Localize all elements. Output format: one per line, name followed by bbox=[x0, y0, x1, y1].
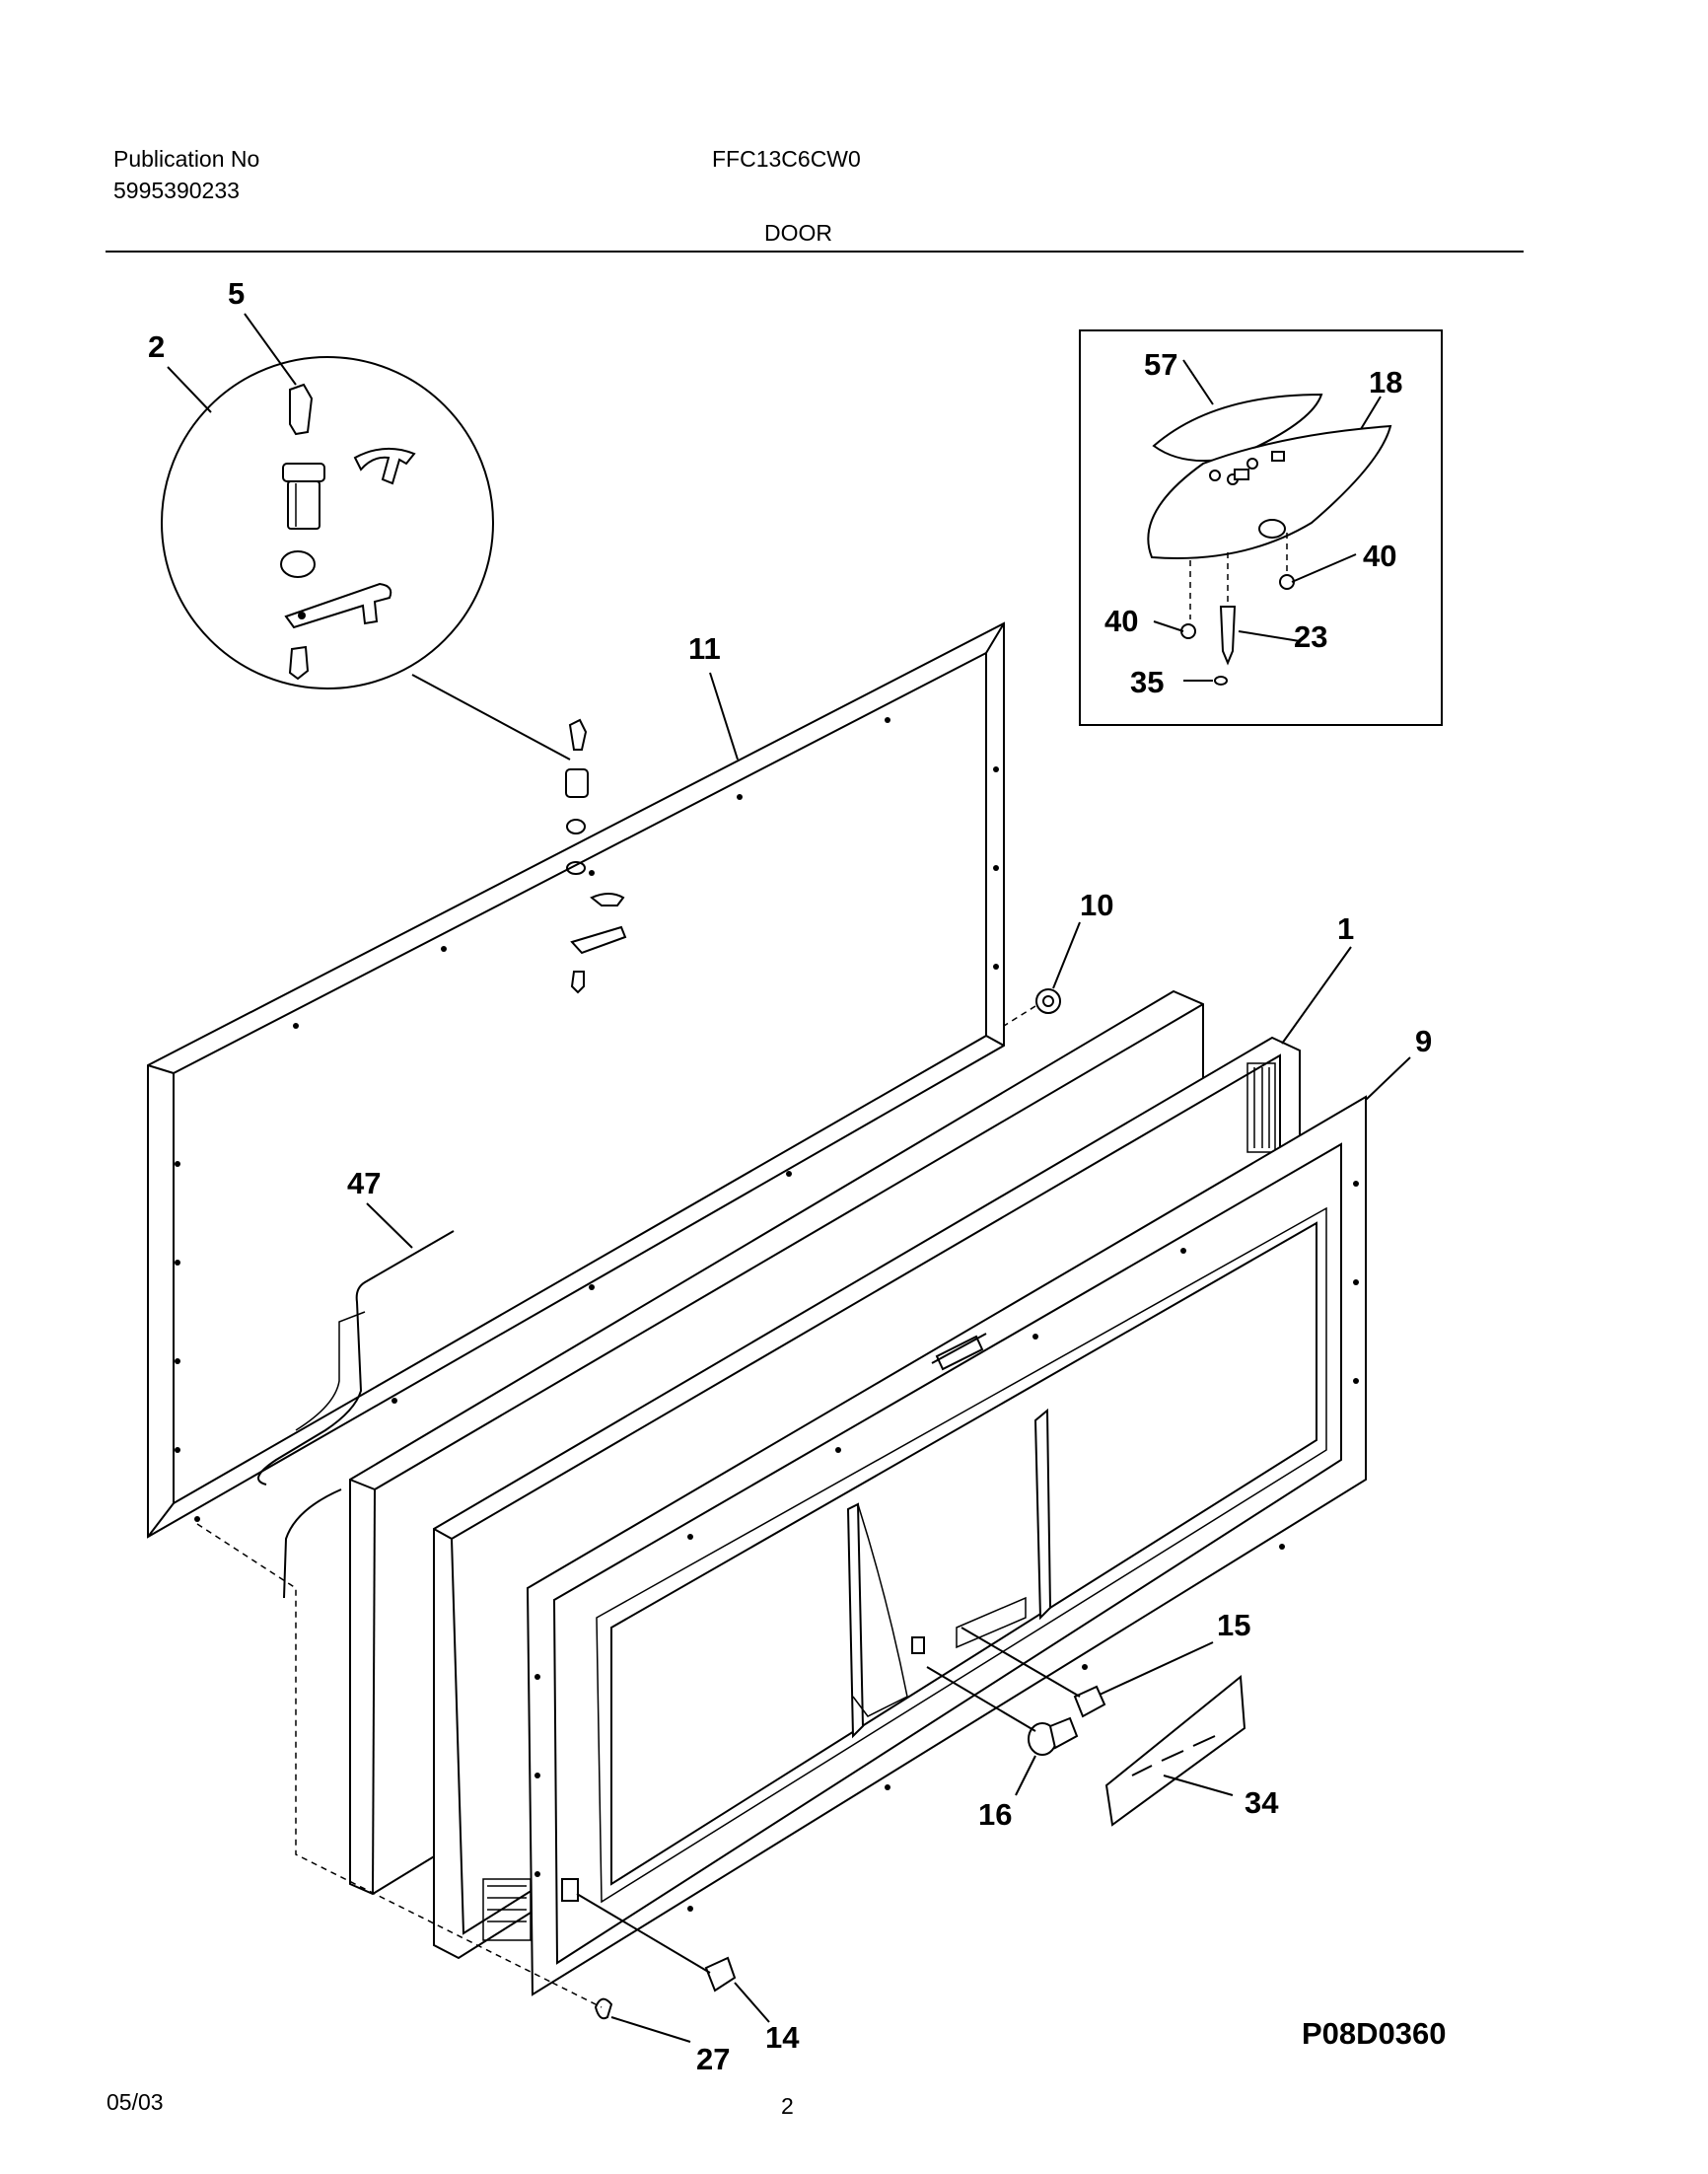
inner-door-liner bbox=[482, 1095, 1367, 1996]
section-title: DOOR bbox=[764, 220, 832, 246]
handle-detail-box bbox=[1079, 329, 1443, 726]
callout-11: 11 bbox=[688, 631, 721, 666]
callout-27: 27 bbox=[696, 2042, 730, 2076]
callout-18: 18 bbox=[1369, 365, 1402, 399]
callout-1: 1 bbox=[1337, 911, 1354, 946]
footer-date: 05/03 bbox=[107, 2089, 164, 2115]
callout-14: 14 bbox=[765, 2020, 800, 2055]
model-number: FFC13C6CW0 bbox=[712, 146, 861, 172]
callout-57: 57 bbox=[1144, 347, 1177, 382]
callout-9: 9 bbox=[1415, 1024, 1432, 1058]
callout-16: 16 bbox=[978, 1797, 1012, 1832]
diagram-code: P08D0360 bbox=[1302, 2016, 1447, 2051]
callout-15: 15 bbox=[1217, 1608, 1250, 1642]
header-rule bbox=[106, 251, 1524, 253]
callout-34: 34 bbox=[1245, 1785, 1279, 1820]
callout-35: 35 bbox=[1130, 665, 1164, 699]
publication-number: 5995390233 bbox=[113, 178, 240, 203]
callout-5: 5 bbox=[228, 276, 245, 311]
callout-47: 47 bbox=[347, 1166, 381, 1200]
callout-numbers: 5 2 11 57 18 40 40 23 35 10 1 9 47 15 16… bbox=[148, 276, 1432, 2076]
callout-23: 23 bbox=[1294, 619, 1327, 654]
outer-door-panel bbox=[147, 621, 1005, 1599]
small-parts bbox=[196, 988, 1246, 2020]
callout-10: 10 bbox=[1080, 888, 1113, 922]
leader-lines bbox=[167, 313, 1411, 2043]
callout-40-left: 40 bbox=[1104, 604, 1138, 638]
callout-40-right: 40 bbox=[1363, 539, 1396, 573]
callout-2: 2 bbox=[148, 329, 165, 364]
detail-leader bbox=[411, 674, 571, 761]
footer-page-number: 2 bbox=[781, 2093, 794, 2119]
publication-label: Publication No bbox=[113, 146, 260, 172]
hinge-detail-circle bbox=[161, 356, 494, 689]
